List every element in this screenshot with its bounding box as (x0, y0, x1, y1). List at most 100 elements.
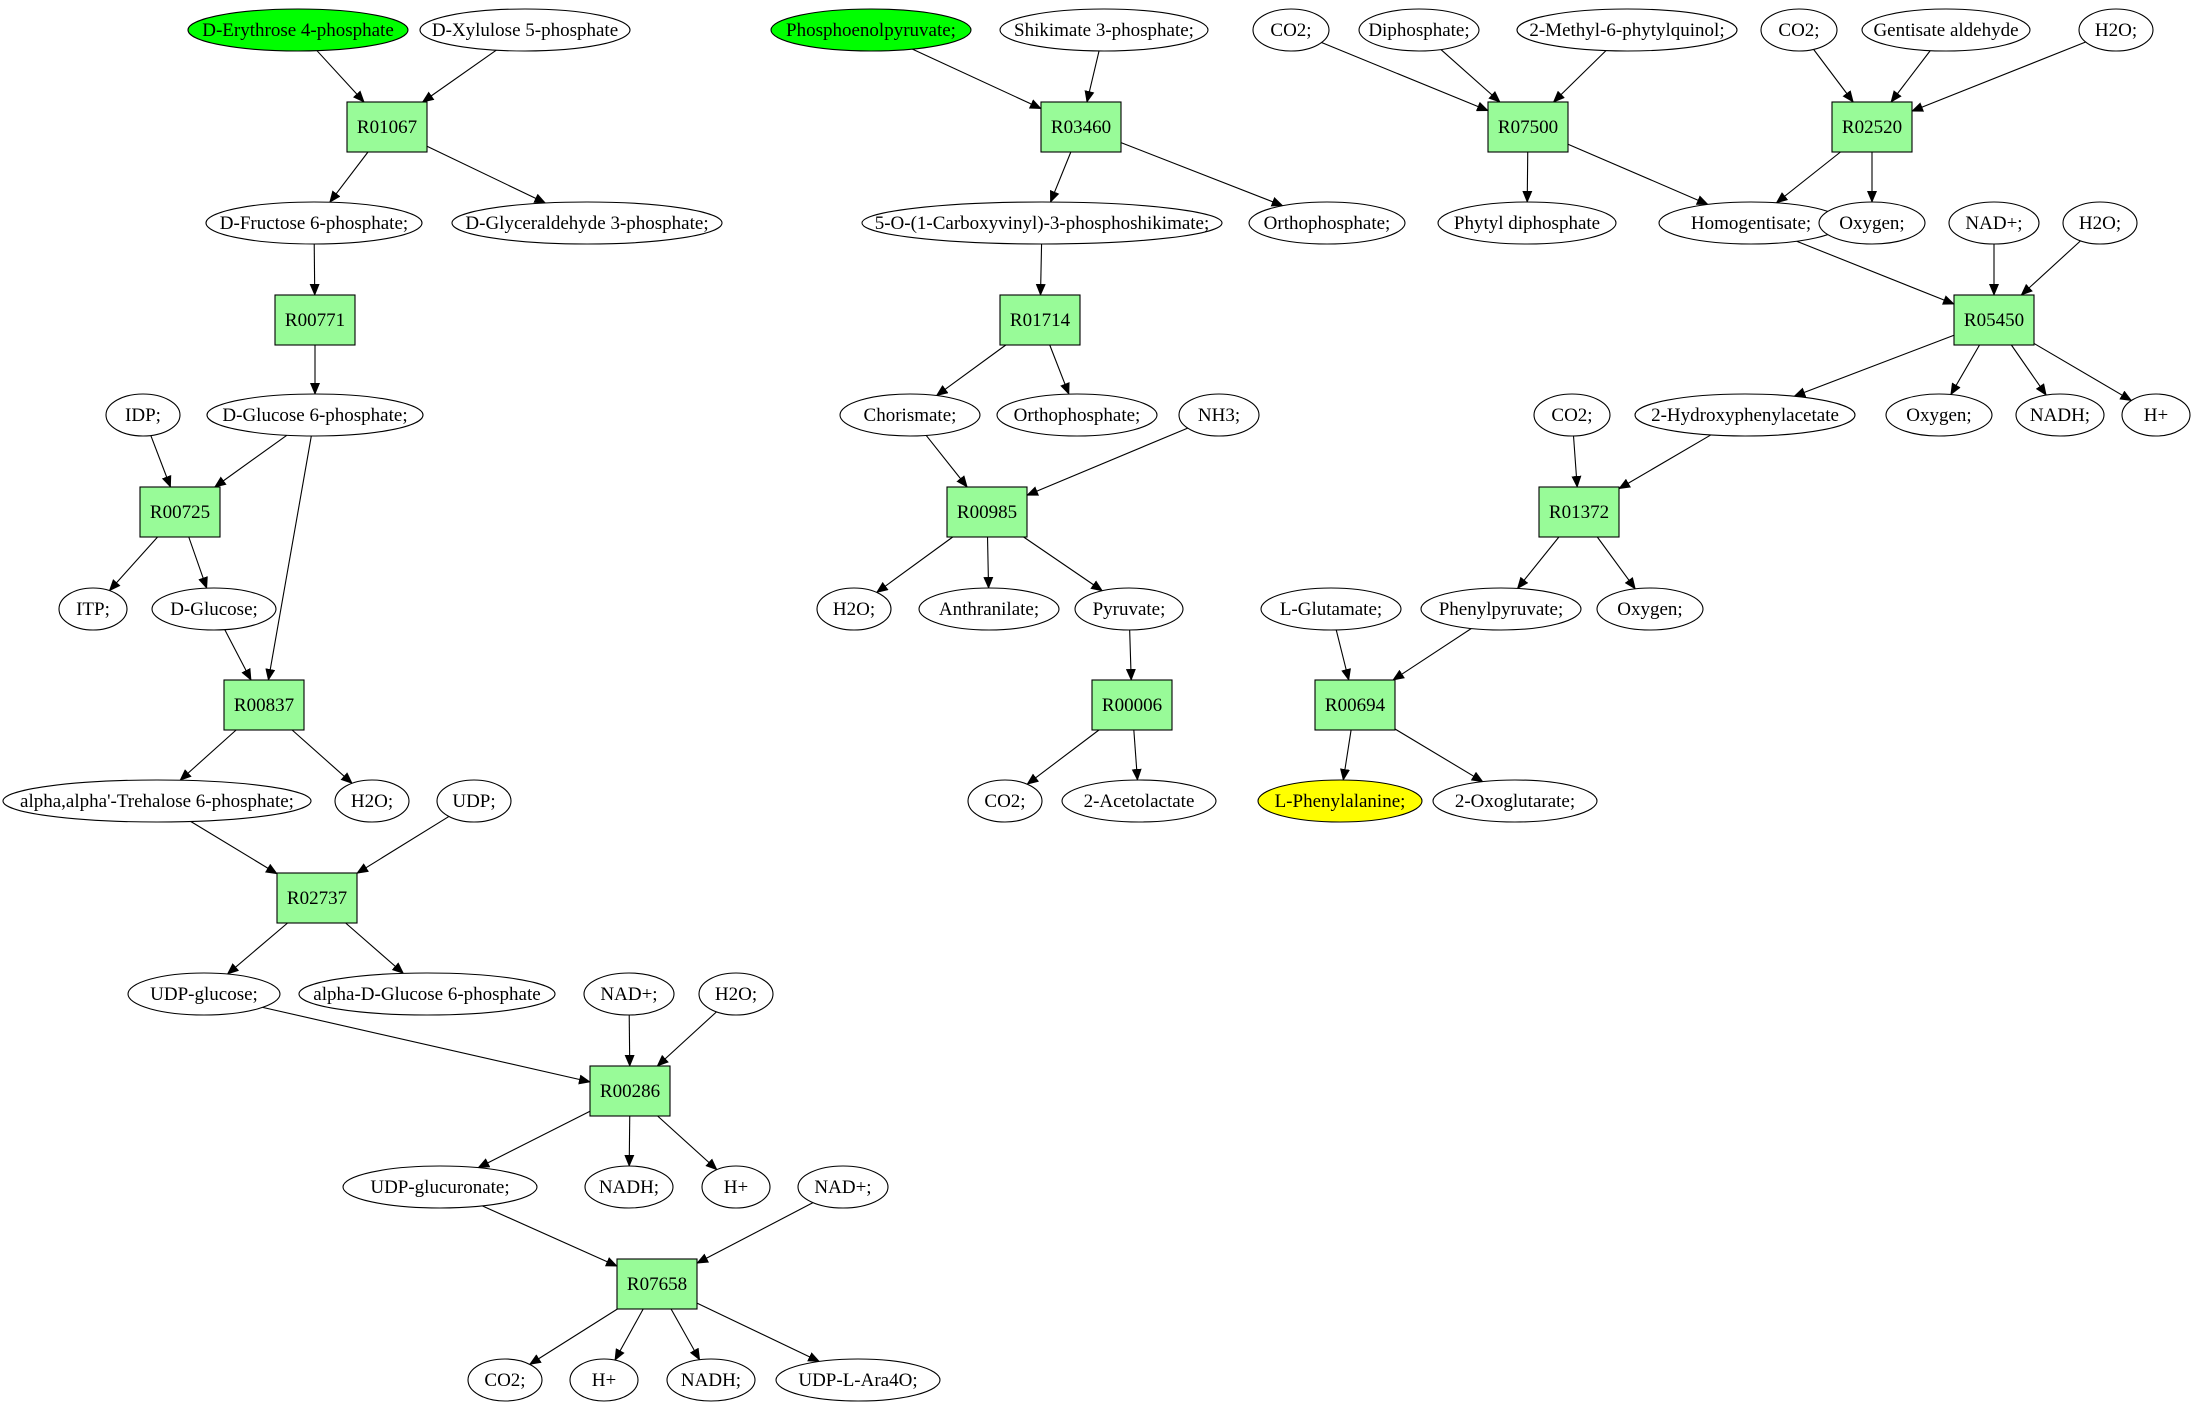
reaction-node-r02520[interactable]: R02520 (1831, 101, 1913, 153)
compound-node-c-h2o-1[interactable]: H2O; (334, 779, 410, 823)
compound-node-c-f6p[interactable]: D-Fructose 6-phosphate; (205, 201, 423, 245)
compound-node-c-h2o-2[interactable]: H2O; (698, 972, 774, 1016)
compound-node-c-h-1[interactable]: H+ (701, 1165, 771, 1209)
compound-ellipse (2, 779, 312, 823)
compound-node-c-o2-3[interactable]: Oxygen; (1596, 587, 1704, 631)
compound-ellipse (187, 8, 409, 52)
compound-node-c-pyr[interactable]: Pyruvate; (1074, 587, 1184, 631)
reaction-box (589, 1065, 671, 1117)
compound-node-c-ppyr[interactable]: Phenylpyruvate; (1420, 587, 1582, 631)
compound-node-c-e4p[interactable]: D-Erythrose 4-phosphate (187, 8, 409, 52)
compound-node-c-phytpp[interactable]: Phytyl diphosphate (1437, 201, 1617, 245)
reaction-node-r01714[interactable]: R01714 (999, 294, 1081, 346)
compound-node-c-pi-1[interactable]: Orthophosphate; (1248, 201, 1406, 245)
edge-R03460-to-c_pi_1 (1120, 142, 1284, 207)
compound-node-c-2hpa[interactable]: 2-Hydroxyphenylacetate (1634, 393, 1856, 437)
compound-label: Shikimate 3-phosphate; (1014, 20, 1194, 41)
compound-label: H+ (724, 1177, 748, 1198)
compound-node-c-idp[interactable]: IDP; (105, 393, 181, 437)
compound-node-c-nh3[interactable]: NH3; (1178, 393, 1260, 437)
compound-node-c-pi-2[interactable]: Orthophosphate; (996, 393, 1158, 437)
edge-c_eps-to-R01714 (1035, 243, 1046, 296)
edge-R00985-to-c_pyr (1023, 536, 1104, 592)
reaction-node-r07500[interactable]: R07500 (1487, 101, 1569, 153)
compound-ellipse (1061, 779, 1217, 823)
edge-R00985-to-c_anth (983, 536, 994, 590)
compound-node-c-h2o-4[interactable]: H2O; (2078, 8, 2154, 52)
compound-ellipse (996, 393, 1158, 437)
reaction-node-r00771[interactable]: R00771 (274, 294, 356, 346)
edge-R00286-to-c_h_1 (657, 1115, 718, 1171)
compound-node-c-h2o-3[interactable]: H2O; (816, 587, 892, 631)
reaction-label: R00725 (150, 502, 210, 523)
edge-c_pep-to-R03460 (912, 48, 1042, 110)
reaction-node-r01372[interactable]: R01372 (1538, 486, 1620, 538)
compound-node-c-x5p[interactable]: D-Xylulose 5-phosphate (419, 8, 631, 52)
compound-node-c-udpara[interactable]: UDP-L-Ara4O; (775, 1358, 941, 1402)
compound-node-c-itp[interactable]: ITP; (58, 587, 128, 631)
reaction-node-r01067[interactable]: R01067 (346, 101, 428, 153)
compound-node-c-co2-5[interactable]: CO2; (1533, 393, 1611, 437)
compound-node-c-udp[interactable]: UDP; (436, 779, 512, 823)
compound-node-c-h2o-5[interactable]: H2O; (2062, 201, 2138, 245)
compound-node-c-akg[interactable]: 2-Oxoglutarate; (1432, 779, 1598, 823)
compound-node-c-nadh-3[interactable]: NADH; (2015, 393, 2105, 437)
compound-node-c-gentald[interactable]: Gentisate aldehyde (1861, 8, 2031, 52)
compound-node-c-co2-1[interactable]: CO2; (467, 1358, 543, 1402)
compound-node-c-udpgca[interactable]: UDP-glucuronate; (342, 1165, 538, 1209)
reaction-node-r00985[interactable]: R00985 (946, 486, 1028, 538)
edge-R05450-to-c_nadh_3 (2010, 344, 2047, 396)
reaction-node-r00694[interactable]: R00694 (1314, 679, 1396, 731)
reaction-label: R07500 (1498, 117, 1558, 138)
compound-node-c-pep[interactable]: Phosphoenolpyruvate; (770, 8, 972, 52)
reaction-node-r03460[interactable]: R03460 (1040, 101, 1122, 153)
edge-c_mpq-to-R07500 (1552, 50, 1607, 103)
compound-node-c-co2-2[interactable]: CO2; (967, 779, 1043, 823)
compound-node-c-nad-2[interactable]: NAD+; (797, 1165, 889, 1209)
compound-node-c-g6p[interactable]: D-Glucose 6-phosphate; (206, 393, 424, 437)
compound-node-c-s3p[interactable]: Shikimate 3-phosphate; (999, 8, 1209, 52)
compound-ellipse (1634, 393, 1856, 437)
compound-node-c-o2-1[interactable]: Oxygen; (1818, 201, 1926, 245)
reaction-node-r00725[interactable]: R00725 (139, 486, 221, 538)
compound-label: NH3; (1198, 405, 1240, 426)
compound-node-c-glc[interactable]: D-Glucose; (151, 587, 277, 631)
compound-node-c-eps[interactable]: 5-O-(1-Carboxyvinyl)-3-phosphoshikimate; (861, 201, 1223, 245)
compound-node-c-acl[interactable]: 2-Acetolactate (1061, 779, 1217, 823)
compound-node-c-g3p[interactable]: D-Glyceraldehyde 3-phosphate; (451, 201, 723, 245)
compound-node-c-ppi[interactable]: Diphosphate; (1358, 8, 1480, 52)
edge-c_f6p-to-R00771 (309, 243, 320, 296)
compound-node-c-hga[interactable]: Homogentisate; (1658, 201, 1844, 245)
compound-node-c-nadh-1[interactable]: NADH; (584, 1165, 674, 1209)
edge-R01714-to-c_chor (935, 344, 1007, 397)
compound-node-c-o2-2[interactable]: Oxygen; (1885, 393, 1993, 437)
reaction-node-r02737[interactable]: R02737 (276, 872, 358, 924)
edge-R07658-to-c_co2_1 (528, 1308, 618, 1365)
compound-node-c-co2-4[interactable]: CO2; (1760, 8, 1838, 52)
reaction-node-r00286[interactable]: R00286 (589, 1065, 671, 1117)
edge-c_nh3-to-R00985 (1026, 427, 1188, 496)
reaction-node-r00006[interactable]: R00006 (1091, 679, 1173, 731)
compound-label: D-Glyceraldehyde 3-phosphate; (465, 213, 708, 234)
edge-c_e4p-to-R01067 (316, 50, 365, 103)
compound-node-c-t6p[interactable]: alpha,alpha'-Trehalose 6-phosphate; (2, 779, 312, 823)
reaction-node-r00837[interactable]: R00837 (223, 679, 305, 731)
compound-node-c-ag1p[interactable]: alpha-D-Glucose 6-phosphate (298, 972, 556, 1016)
compound-node-c-nadh-2[interactable]: NADH; (666, 1358, 756, 1402)
compound-node-c-nad-3[interactable]: NAD+; (1948, 201, 2040, 245)
reaction-box (999, 294, 1081, 346)
compound-node-c-chor[interactable]: Chorismate; (839, 393, 981, 437)
compound-node-c-glu[interactable]: L-Glutamate; (1260, 587, 1402, 631)
reaction-node-r07658[interactable]: R07658 (616, 1258, 698, 1310)
edge-R02520-to-c_hga (1775, 151, 1841, 204)
reaction-label: R00286 (600, 1081, 660, 1102)
compound-node-c-nad-1[interactable]: NAD+; (583, 972, 675, 1016)
compound-node-c-udpglc[interactable]: UDP-glucose; (127, 972, 281, 1016)
compound-node-c-h-2[interactable]: H+ (569, 1358, 639, 1402)
compound-node-c-mpq[interactable]: 2-Methyl-6-phytylquinol; (1516, 8, 1738, 52)
compound-node-c-h-3[interactable]: H+ (2121, 393, 2191, 437)
reaction-node-r05450[interactable]: R05450 (1953, 294, 2035, 346)
compound-node-c-phe[interactable]: L-Phenylalanine; (1257, 779, 1423, 823)
compound-node-c-co2-3[interactable]: CO2; (1252, 8, 1330, 52)
compound-node-c-anth[interactable]: Anthranilate; (918, 587, 1060, 631)
